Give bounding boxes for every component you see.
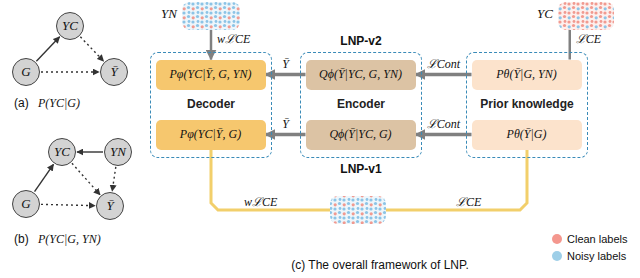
- node-label: Pθ(Ȳ|G): [507, 127, 547, 142]
- edge-label: ℒCont: [426, 115, 461, 132]
- variable-circle: YC: [48, 138, 76, 166]
- panel-letter: (b): [14, 232, 29, 246]
- node-label: Ȳ: [110, 64, 117, 80]
- model-box: Pφ(YC|Ȳ, G, YN): [156, 60, 266, 90]
- connector-arrow: [77, 151, 103, 152]
- cloud-shape: [558, 2, 614, 30]
- connector-arrow: [569, 30, 572, 60]
- variable-circle: G: [12, 190, 40, 218]
- node-label: Pφ(YC|Ȳ, G, YN): [170, 67, 252, 82]
- node-label: G: [21, 196, 30, 212]
- node-label: YN: [161, 6, 177, 22]
- model-box: Pθ(Ȳ|G, YN): [472, 60, 582, 90]
- node-label: YC: [537, 6, 553, 22]
- connector-arrow: [416, 73, 472, 77]
- module-group: Decoder Pφ(YC|Ȳ, G, YN) Pφ(YC|Ȳ, G): [150, 52, 272, 158]
- legend: Clean labelsNoisy labels: [552, 230, 628, 264]
- model-box: Qϕ(Ȳ|YC, G): [306, 120, 416, 150]
- panel-letter: (a): [14, 96, 29, 110]
- variant-label: LNP-v2: [340, 34, 381, 48]
- connector-arrow: [80, 37, 103, 61]
- node-label: Qϕ(Ȳ|YC, G): [329, 127, 391, 142]
- module-group: Encoder Qϕ(Ȳ|YC, G, YN) Qϕ(Ȳ|YC, G): [300, 52, 422, 158]
- legend-swatch: [552, 251, 562, 261]
- node-label: Ȳ: [106, 198, 113, 214]
- edge-label: Ȳ: [281, 57, 290, 72]
- legend-row: Noisy labels: [552, 247, 628, 264]
- panel-formula: P(YC|G, YN): [38, 232, 101, 247]
- connector-arrow: [41, 204, 95, 205]
- variable-circle: YN: [104, 138, 132, 166]
- legend-text: Noisy labels: [567, 250, 626, 262]
- dot-fill: [558, 2, 614, 30]
- dot-fill: [182, 2, 240, 30]
- node-label: Decoder: [151, 97, 271, 111]
- edge-label: ℒCE: [575, 30, 602, 47]
- edge-label: Ȳ: [281, 117, 290, 132]
- variable-circle: YC: [56, 12, 84, 40]
- loss-line: [211, 150, 330, 210]
- loss-line: [386, 150, 527, 210]
- legend-row: Clean labels: [552, 230, 628, 247]
- module-group: Prior knowledge Pθ(Ȳ|G, YN) Pθ(Ȳ|G): [466, 52, 588, 158]
- variant-label: LNP-v1: [340, 162, 381, 176]
- node-label: Prior knowledge: [467, 97, 587, 111]
- connector-arrow: [41, 71, 99, 72]
- edge-label: wℒCE: [216, 30, 251, 47]
- node-label: YC: [62, 18, 78, 34]
- connector-arrow: [210, 30, 213, 60]
- model-box: Qϕ(Ȳ|YC, G, YN): [306, 60, 416, 90]
- loss-label: ℒCE: [456, 193, 481, 210]
- noisy-label-cloud: [330, 196, 386, 224]
- connector-arrow: [72, 163, 100, 195]
- node-label: Pφ(YC|Ȳ, G): [180, 127, 241, 142]
- label-cloud: YC: [558, 2, 614, 30]
- node-label: YN: [110, 144, 126, 160]
- node-label: Qϕ(Ȳ|YC, G, YN): [319, 67, 402, 82]
- node-label: G: [21, 64, 30, 80]
- model-box: Pθ(Ȳ|G): [472, 120, 582, 150]
- node-label: Encoder: [301, 97, 421, 111]
- connector-arrow: [35, 164, 54, 191]
- legend-swatch: [552, 234, 562, 244]
- variable-circle: G: [12, 58, 40, 86]
- legend-text: Clean labels: [567, 233, 628, 245]
- figure-caption: (c) The overall framework of LNP.: [291, 258, 469, 272]
- connector-arrow: [36, 37, 59, 61]
- variable-circle: Ȳ: [100, 58, 128, 86]
- model-box: Pφ(YC|Ȳ, G): [156, 120, 266, 150]
- node-label: Pθ(Ȳ|G, YN): [496, 67, 557, 82]
- label-cloud: YN: [182, 2, 240, 30]
- variable-circle: Ȳ: [96, 192, 124, 220]
- panel-formula: P(YC|G): [38, 96, 80, 111]
- node-label: YC: [54, 144, 70, 160]
- loss-label: wℒCE: [244, 193, 277, 210]
- cloud-shape: [182, 2, 240, 30]
- edge-label: ℒCont: [426, 55, 461, 72]
- connector-arrow: [416, 133, 472, 137]
- connector-arrow: [112, 167, 116, 191]
